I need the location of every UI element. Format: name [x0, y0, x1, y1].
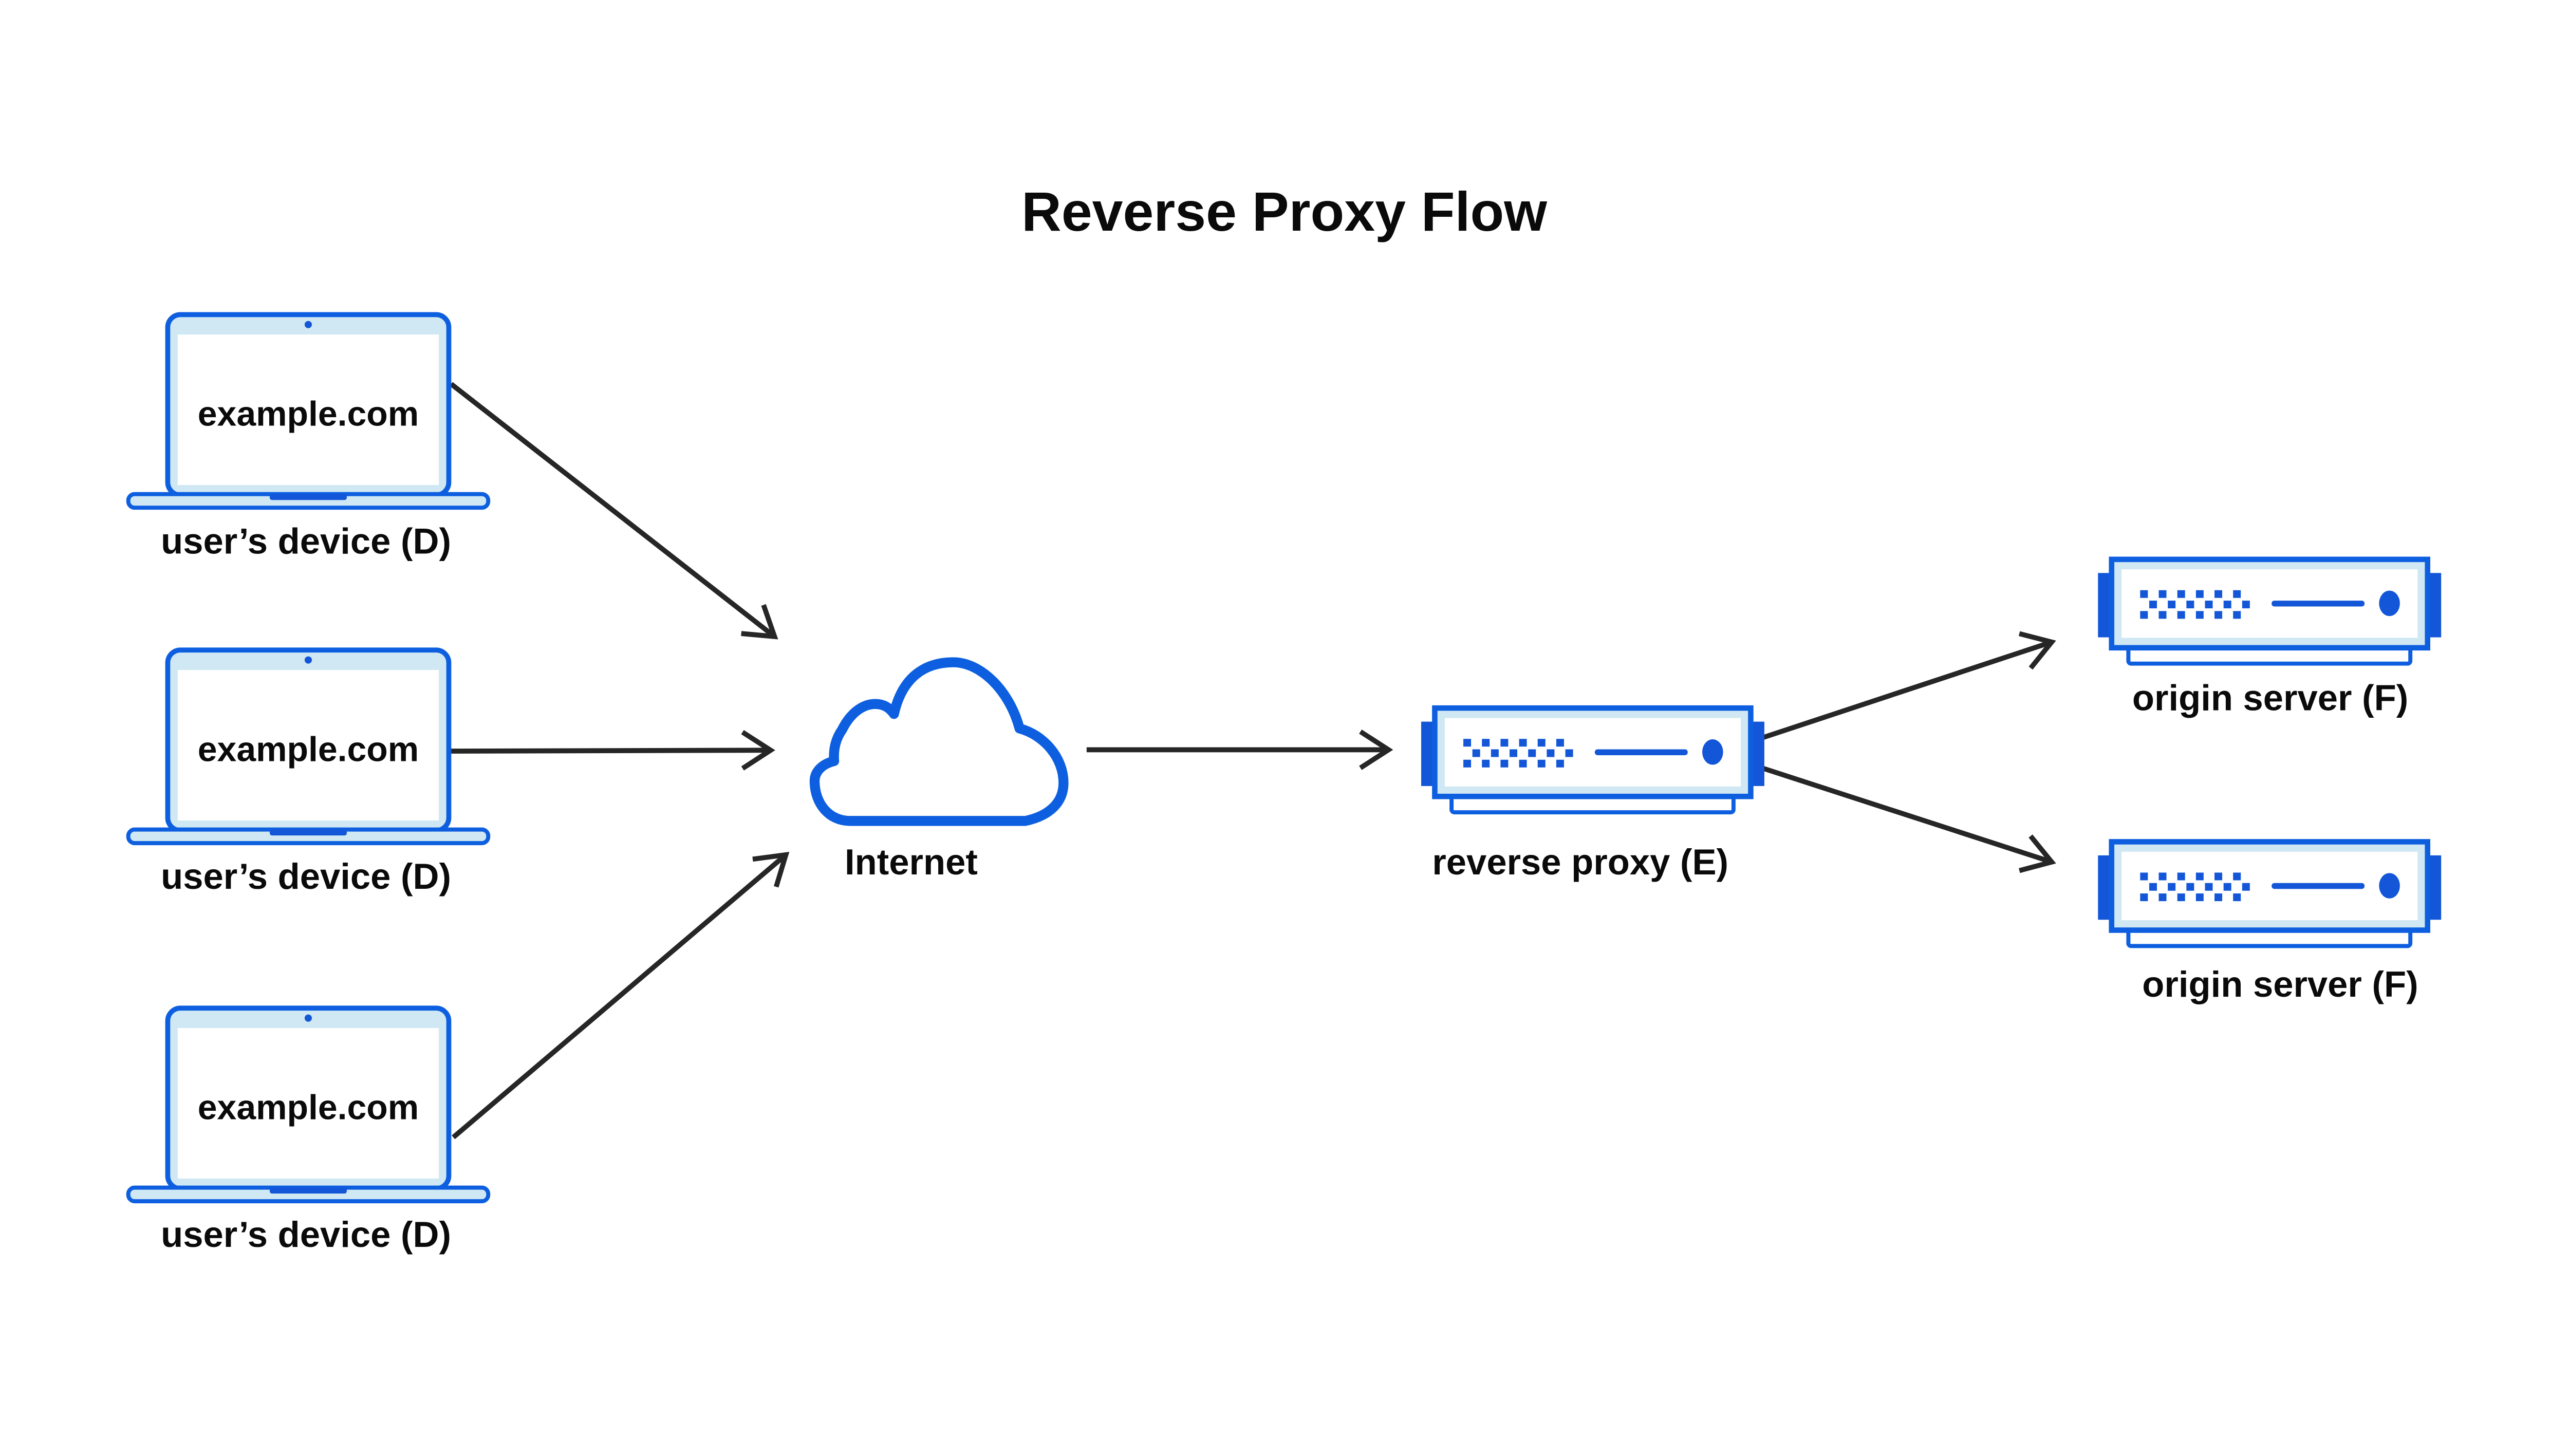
- device-label: user’s device (D): [161, 520, 451, 561]
- origin-server-2: origin server (F): [2098, 842, 2441, 1004]
- device-screen-text: example.com: [198, 395, 419, 434]
- origin-server-label: origin server (F): [2132, 678, 2408, 718]
- server-icon: [2098, 559, 2441, 664]
- arrow-device1-to-internet: [449, 382, 778, 640]
- cloud-icon: [809, 657, 1069, 826]
- reverse-proxy: reverse proxy (E): [1421, 708, 1764, 882]
- connector-arrows: [449, 382, 2056, 1140]
- page-title: Reverse Proxy Flow: [1021, 181, 1547, 242]
- device-label: user’s device (D): [161, 856, 451, 897]
- arrow-proxy-to-origin2: [1757, 764, 2056, 873]
- reverse-proxy-label: reverse proxy (E): [1432, 842, 1728, 882]
- device-2: example.com user’s device (D): [128, 650, 489, 897]
- internet: Internet: [809, 657, 1069, 882]
- device-label: user’s device (D): [161, 1214, 451, 1255]
- origin-server-1: origin server (F): [2098, 559, 2441, 718]
- server-icon: [1421, 708, 1764, 812]
- arrow-device2-to-internet: [451, 730, 775, 771]
- device-1: example.com user’s device (D): [128, 314, 489, 561]
- internet-label: Internet: [845, 842, 978, 882]
- device-3: example.com user’s device (D): [128, 1008, 489, 1255]
- device-screen-text: example.com: [198, 1088, 419, 1127]
- origin-server-label: origin server (F): [2142, 964, 2418, 1004]
- arrow-device3-to-internet: [452, 851, 790, 1140]
- server-icon: [2098, 842, 2441, 946]
- device-screen-text: example.com: [198, 730, 419, 769]
- arrow-proxy-to-origin1: [1757, 631, 2056, 742]
